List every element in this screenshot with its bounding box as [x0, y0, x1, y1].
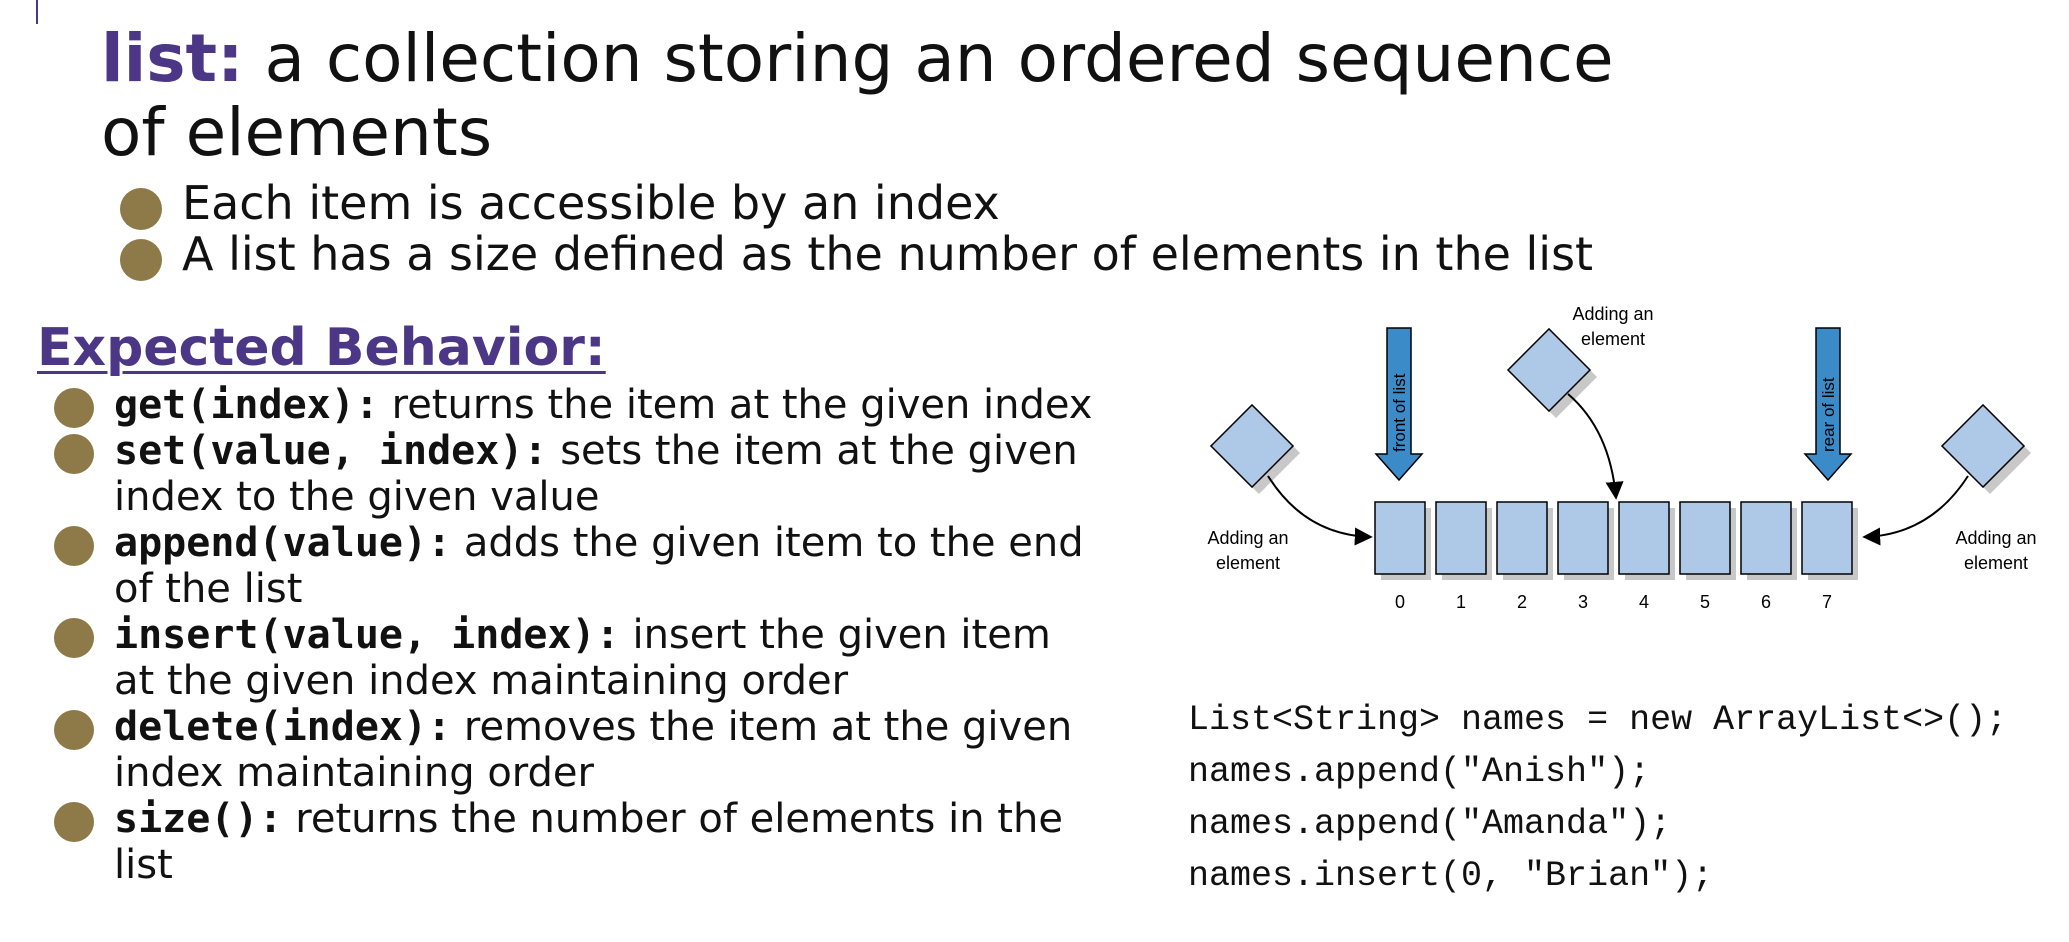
section-heading: Expected Behavior: [37, 318, 606, 378]
add-caption-right: element [1964, 553, 2028, 573]
add-caption-left: element [1216, 553, 1280, 573]
behavior-item: append(value): adds the given item to th… [54, 520, 1094, 612]
slide-title: list: a collection storing an ordered se… [101, 22, 1661, 170]
code-line: names.append("Amanda"); [1188, 804, 1672, 844]
list-cell [1496, 501, 1553, 580]
rear-label: rear of list [1819, 377, 1838, 452]
rear-arrow: rear of list [1803, 327, 1853, 482]
slide-corner-mark [36, 0, 38, 24]
incoming-element-right [1940, 403, 2032, 495]
add-arrow-left [1267, 475, 1373, 546]
behavior-item: get(index): returns the item at the give… [54, 382, 1094, 428]
incoming-element-middle [1506, 327, 1598, 419]
add-caption-middle: Adding an [1572, 304, 1653, 324]
add-caption-middle: element [1581, 329, 1645, 349]
method-description: returns the item at the given index [378, 382, 1093, 428]
behavior-item: delete(index): removes the item at the g… [54, 704, 1094, 796]
list-cell [1740, 501, 1797, 580]
method-description: adds the given item to the end of the li… [114, 520, 1084, 612]
add-caption-left: Adding an [1207, 528, 1288, 548]
bullet-text: A list has a size defined as the number … [182, 227, 1594, 281]
index-label: 5 [1700, 592, 1710, 612]
bullet-dot-icon [54, 434, 94, 474]
method-description: returns the number of elements in the li… [114, 796, 1063, 888]
bullet-dot-icon [120, 188, 162, 230]
method-description: removes the item at the given index main… [114, 704, 1073, 796]
definition-bullets: Each item is accessible by an index A li… [120, 176, 1594, 281]
code-line: names.append("Anish"); [1188, 752, 1651, 792]
bullet-item: Each item is accessible by an index [120, 176, 1593, 230]
list-cell [1801, 501, 1858, 580]
list-cell [1435, 501, 1492, 580]
index-label: 1 [1456, 592, 1466, 612]
list-cell [1618, 501, 1675, 580]
bullet-dot-icon [54, 526, 94, 566]
bullet-dot-icon [54, 388, 94, 428]
add-arrow-right [1862, 475, 1969, 546]
list-cell [1557, 501, 1614, 580]
index-label: 3 [1578, 592, 1588, 612]
list-diagram: 0 1 2 3 4 5 6 7 front of list rear of li… [1207, 304, 2036, 612]
behavior-item: insert(value, index): insert the given i… [54, 612, 1094, 704]
behavior-item: set(value, index): sets the item at the … [54, 428, 1094, 520]
incoming-element-left [1209, 403, 1301, 495]
title-keyword: list: [101, 20, 244, 97]
index-label: 4 [1639, 592, 1649, 612]
code-line: List<String> names = new ArrayList<>(); [1188, 700, 2008, 740]
method-signature: get(index): [114, 382, 379, 428]
add-arrow-middle [1567, 393, 1624, 500]
code-line: names.insert(0, "Brian"); [1188, 856, 1714, 896]
bullet-dot-icon [54, 802, 94, 842]
list-cells [1374, 501, 1858, 580]
list-cell [1374, 501, 1431, 580]
method-signature: set(value, index): [114, 428, 548, 474]
method-description: insert the given item at the given index… [114, 612, 1051, 704]
index-label: 7 [1822, 592, 1832, 612]
title-text: a collection storing an ordered sequence… [101, 20, 1614, 171]
bullet-text: Each item is accessible by an index [182, 176, 1000, 230]
list-cell [1679, 501, 1736, 580]
code-sample: List<String> names = new ArrayList<>(); n… [1188, 694, 2007, 902]
add-caption-right: Adding an [1955, 528, 2036, 548]
index-label: 0 [1395, 592, 1405, 612]
front-arrow: front of list [1374, 327, 1424, 482]
index-label: 6 [1761, 592, 1771, 612]
front-label: front of list [1390, 373, 1409, 452]
method-signature: delete(index): [114, 704, 452, 750]
method-signature: insert(value, index): [114, 612, 620, 658]
bullet-dot-icon [54, 618, 94, 658]
index-label: 2 [1517, 592, 1527, 612]
bullet-item: A list has a size defined as the number … [120, 227, 1594, 281]
method-signature: append(value): [114, 520, 452, 566]
method-description: sets the item at the given index to the … [114, 428, 1078, 520]
bullet-dot-icon [120, 239, 162, 281]
method-signature: size(): [114, 796, 283, 842]
bullet-dot-icon [54, 710, 94, 750]
behavior-list: get(index): returns the item at the give… [54, 382, 1094, 888]
behavior-item: size(): returns the number of elements i… [54, 796, 1094, 888]
